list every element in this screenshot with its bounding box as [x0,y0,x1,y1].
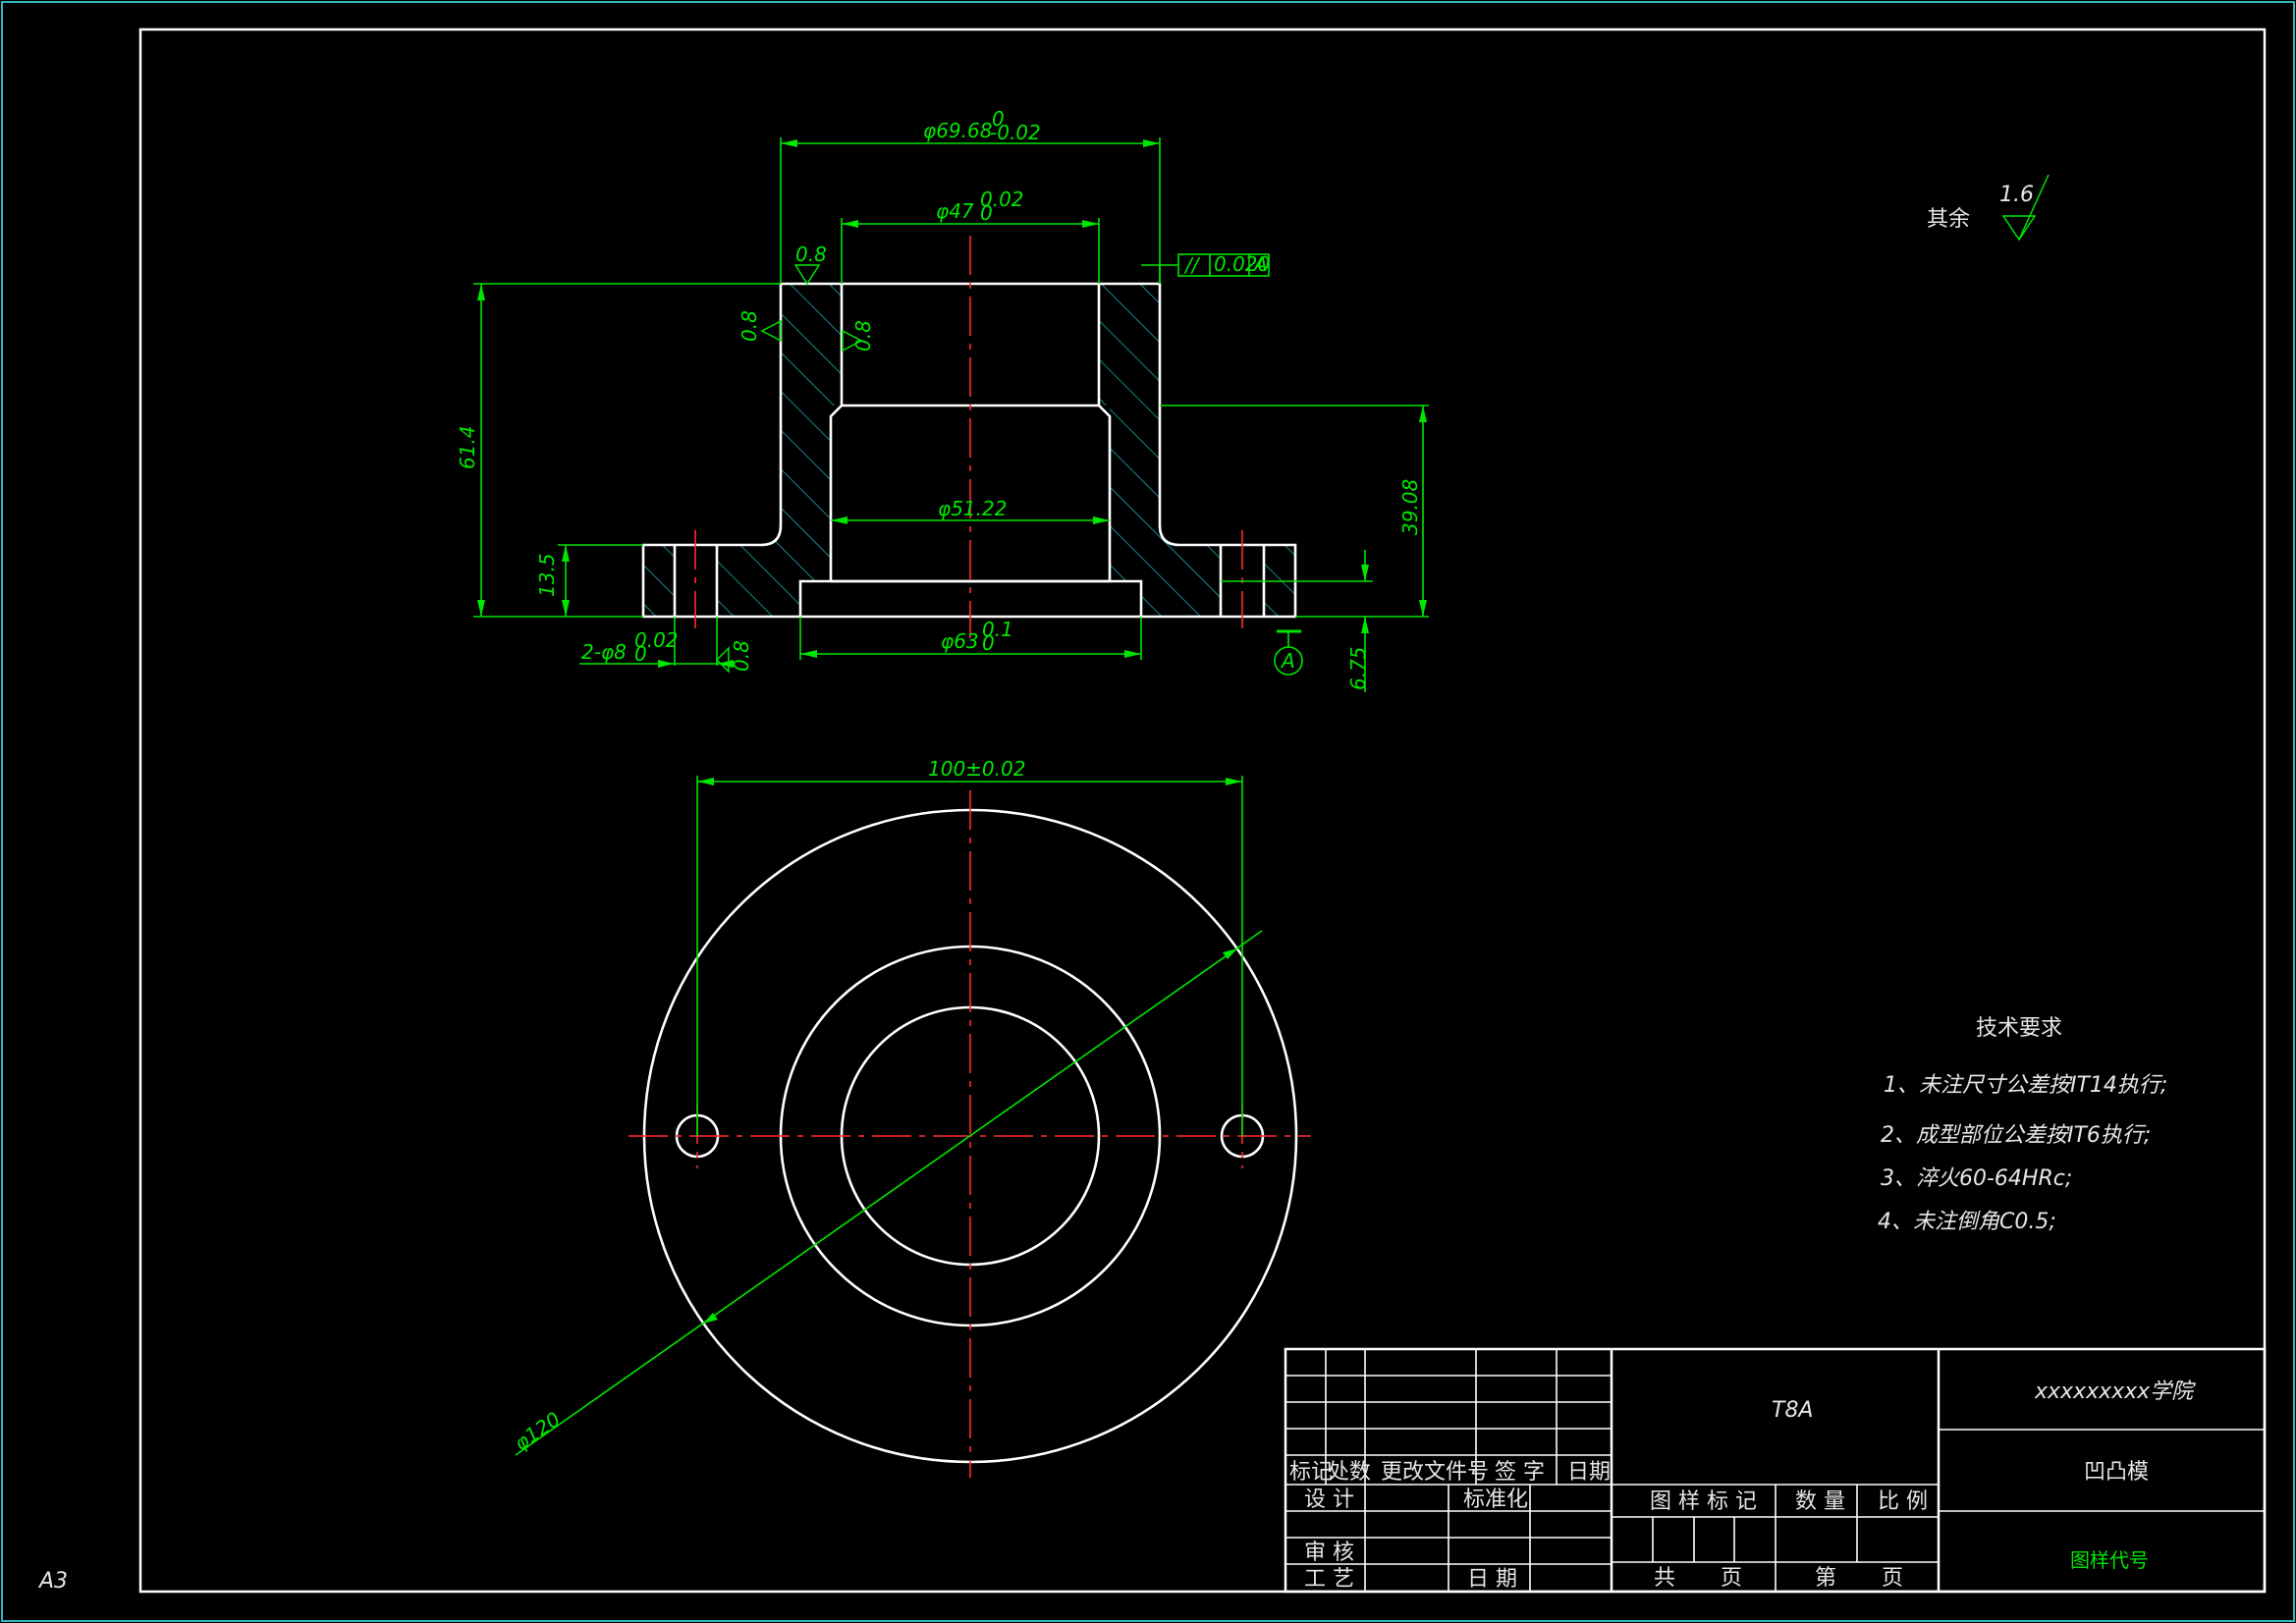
tech-req-item-2: 2、成型部位公差按IT6执行; [1881,1123,2151,1148]
label-drawing-mark: 图 样 标 记 [1650,1489,1757,1514]
dim-top-diameter-lower: -0.02 [990,121,1041,144]
title-part-name: 凹凸模 [2084,1460,2149,1485]
surface-finish-label: 其余 [1927,207,1970,232]
dim-flange-thickness: 13.5 [535,553,559,597]
header-count: 处数 [1328,1460,1371,1485]
dim-holes: 2-φ8 [581,640,627,664]
parallelism-frame [1177,253,1270,277]
title-material: T8A [1772,1398,1814,1423]
roughness-value-2: 0.8 [738,310,761,342]
plan-dimension-lines [515,776,1263,1456]
header-change-doc: 更改文件号 [1381,1460,1489,1485]
header-signature: 签 字 [1495,1460,1545,1485]
dim-bore51: φ51.22 [938,497,1007,520]
roughness-symbols [715,174,2050,674]
section-outline [641,282,1297,619]
section-centerlines [694,236,1243,638]
dim-bore63-lower: 0 [982,631,995,655]
label-scale: 比 例 [1878,1489,1928,1514]
section-arrowheads [477,139,1427,668]
dim-holes-lower: 0 [634,642,647,666]
plan-centerlines [629,790,1311,1478]
dim-bore47-upper: 0.02 [980,188,1024,211]
tech-req-item-4: 4、未注倒角C0.5; [1878,1210,2056,1234]
dim-top-diameter-upper: 0 [992,107,1005,131]
tech-req-title: 技术要求 [1976,1016,2062,1041]
label-process: 工 艺 [1304,1567,1354,1592]
dim-outer-diameter: φ120 [510,1407,565,1455]
label-standardization: 标准化 [1463,1488,1528,1512]
label-sheet-2: 页 [1882,1566,1903,1591]
tech-req-item-1: 1、未注尺寸公差按IT14执行; [1884,1073,2167,1098]
dim-hole-spacing: 100±0.02 [928,757,1025,781]
tech-req-item-3: 3、淬火60-64HRc; [1881,1166,2072,1191]
parallelism-tolerance: 0.020 [1214,252,1270,276]
dim-bore63-upper: 0.1 [982,618,1013,641]
label-sheet-no: 第 [1815,1566,1836,1591]
dim-bore47: φ47 [936,199,974,223]
label-date: 日 期 [1467,1567,1517,1592]
surface-finish-value: 1.6 [1999,183,2034,207]
plan-arrowheads [697,778,1242,1324]
label-review: 审 核 [1304,1541,1354,1565]
label-design: 设 计 [1304,1488,1354,1512]
header-date: 日期 [1567,1460,1611,1485]
dim-bore47-lower: 0 [980,201,993,225]
title-drawing-code: 图样代号 [2070,1548,2149,1572]
roughness-value-3: 0.8 [851,320,875,352]
dim-holes-upper: 0.02 [634,628,679,652]
dim-height-step: 39.08 [1398,479,1422,535]
roughness-value-4: 0.8 [730,640,753,672]
title-school: xxxxxxxxx学院 [2034,1380,2196,1404]
label-sheet-1: 页 [1721,1566,1742,1591]
datum-label: A [1280,649,1295,673]
dim-height-total: 61.4 [456,425,479,469]
title-block [1284,1347,2267,1594]
plan-view [515,776,1311,1478]
roughness-value-1: 0.8 [795,243,827,266]
technical-requirements: 技术要求 1、未注尺寸公差按IT14执行; 2、成型部位公差按IT6执行; 3、… [1878,1016,2167,1234]
label-total: 共 [1654,1566,1675,1591]
section-view [473,137,2050,692]
parallelism-symbol: // [1183,253,1201,277]
label-quantity: 数 量 [1795,1489,1845,1514]
sheet-size-label: A3 [37,1569,68,1594]
dim-top-diameter: φ69.68 [923,119,992,142]
dim-counterbore: 6.75 [1346,646,1370,690]
header-mark: 标记 [1289,1460,1333,1485]
dim-bore63: φ63 [941,629,979,653]
parallelism-datum: A [1252,252,1268,276]
